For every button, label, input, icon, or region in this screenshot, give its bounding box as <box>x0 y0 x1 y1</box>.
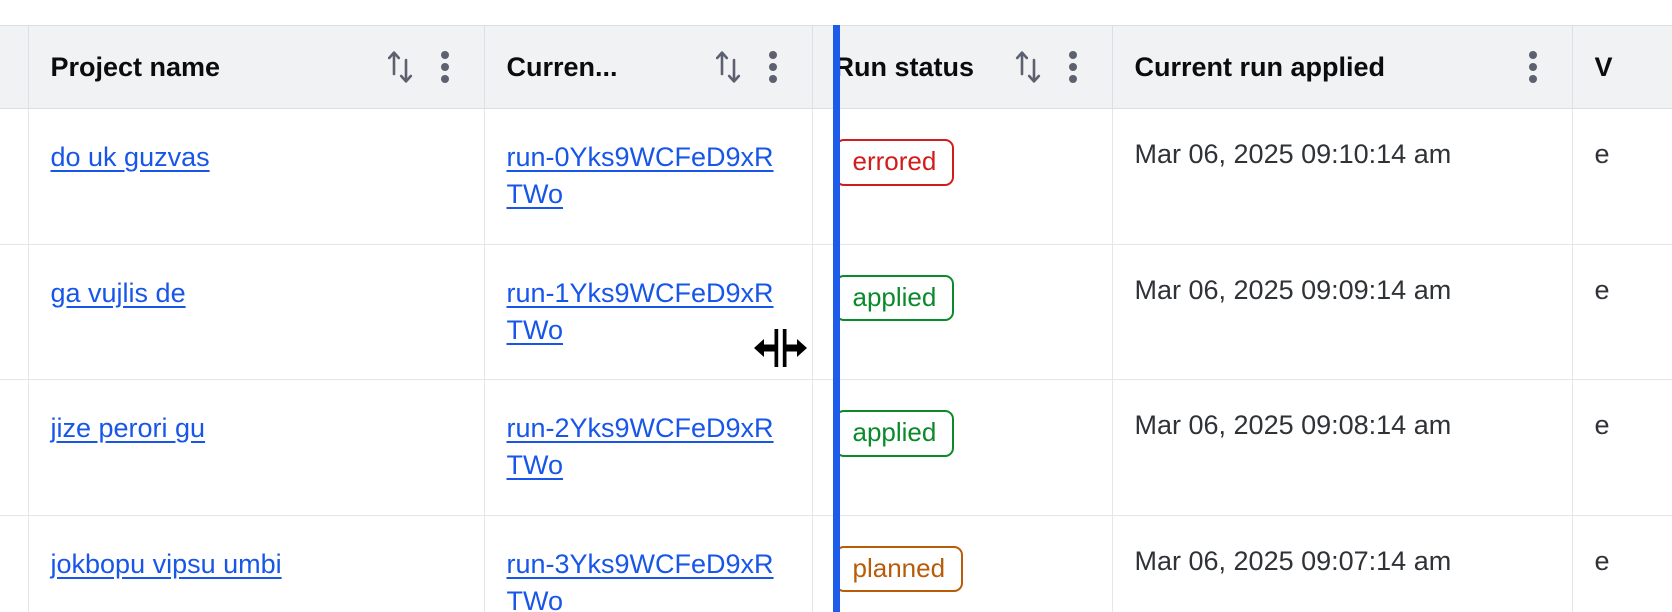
cell-project-name: jokbopu vipsu umbi <box>28 515 485 612</box>
kebab-menu-icon[interactable] <box>756 47 790 87</box>
column-header-current-run-label: Curren... <box>506 51 618 82</box>
cell-current-run-applied: Mar 06, 2025 09:09:14 am <box>1112 244 1573 380</box>
table-header-row: Project name <box>0 25 1672 109</box>
cell-current-run-applied: Mar 06, 2025 09:08:14 am <box>1112 379 1573 516</box>
table-body: do uk guzvas run-0Yks9WCFeD9xRTWo errore… <box>0 108 1672 612</box>
cell-current-run: run-3Yks9WCFeD9xRTWo <box>484 515 813 612</box>
table-row: ga vujlis de run-1Yks9WCFeD9xRTWo applie… <box>0 244 1672 380</box>
cell-run-status: applied <box>812 379 1113 516</box>
version-text: e <box>1594 545 1610 576</box>
cell-current-run: run-0Yks9WCFeD9xRTWo <box>484 108 813 245</box>
column-header-version-label: V <box>1594 51 1613 82</box>
column-header-version[interactable]: V <box>1572 25 1672 109</box>
cell-project-name: ga vujlis de <box>28 244 485 380</box>
column-header-current-run[interactable]: Curren... <box>484 25 813 109</box>
sort-arrows-icon[interactable] <box>384 47 418 87</box>
cell-version: e <box>1572 108 1672 245</box>
version-text: e <box>1594 139 1610 169</box>
cell-version: e <box>1572 244 1672 380</box>
row-gutter <box>0 515 29 612</box>
kebab-menu-icon[interactable] <box>1516 47 1550 87</box>
current-run-applied-text: Mar 06, 2025 09:08:14 am <box>1134 410 1452 440</box>
column-header-run-status[interactable]: Run status <box>812 25 1113 109</box>
status-badge: errored <box>834 139 955 186</box>
cell-version: e <box>1572 515 1672 612</box>
table-header: Project name <box>0 25 1672 109</box>
project-name-link[interactable]: ga vujlis de <box>50 277 186 308</box>
row-gutter <box>0 108 29 245</box>
row-gutter <box>0 244 29 380</box>
kebab-menu-icon[interactable] <box>1056 47 1090 87</box>
projects-table: Project name <box>0 25 1672 612</box>
cell-current-run: run-2Yks9WCFeD9xRTWo <box>484 379 813 516</box>
column-header-run-status-label: Run status <box>834 51 975 82</box>
project-name-link[interactable]: jize perori gu <box>50 413 206 443</box>
table-row: do uk guzvas run-0Yks9WCFeD9xRTWo errore… <box>0 108 1672 245</box>
column-header-current-run-applied-label: Current run applied <box>1134 51 1386 82</box>
table-row: jize perori gu run-2Yks9WCFeD9xRTWo appl… <box>0 379 1672 516</box>
project-name-link[interactable]: jokbopu vipsu umbi <box>50 548 282 579</box>
current-run-link[interactable]: run-0Yks9WCFeD9xRTWo <box>506 142 774 210</box>
sort-arrows-icon[interactable] <box>1012 47 1046 87</box>
cell-project-name: do uk guzvas <box>28 108 485 245</box>
version-text: e <box>1594 274 1610 305</box>
current-run-applied-text: Mar 06, 2025 09:09:14 am <box>1134 274 1452 305</box>
cell-current-run-applied: Mar 06, 2025 09:07:14 am <box>1112 515 1573 612</box>
table-row: jokbopu vipsu umbi run-3Yks9WCFeD9xRTWo … <box>0 515 1672 612</box>
version-text: e <box>1594 410 1610 440</box>
current-run-link[interactable]: run-1Yks9WCFeD9xRTWo <box>506 277 774 345</box>
status-badge: planned <box>834 545 964 593</box>
cell-run-status: applied <box>812 244 1113 380</box>
project-name-link[interactable]: do uk guzvas <box>50 142 210 172</box>
cell-version: e <box>1572 379 1672 516</box>
current-run-applied-text: Mar 06, 2025 09:07:14 am <box>1134 545 1452 576</box>
cell-run-status: planned <box>812 515 1113 612</box>
sort-arrows-icon[interactable] <box>712 47 746 87</box>
current-run-link[interactable]: run-2Yks9WCFeD9xRTWo <box>506 413 774 481</box>
cell-run-status: errored <box>812 108 1113 245</box>
status-badge: applied <box>834 410 955 457</box>
status-badge: applied <box>834 274 955 322</box>
current-run-applied-text: Mar 06, 2025 09:10:14 am <box>1134 139 1452 169</box>
column-header-gutter <box>0 25 29 109</box>
kebab-menu-icon[interactable] <box>428 47 462 87</box>
cell-project-name: jize perori gu <box>28 379 485 516</box>
cell-current-run-applied: Mar 06, 2025 09:10:14 am <box>1112 108 1573 245</box>
cell-current-run: run-1Yks9WCFeD9xRTWo <box>484 244 813 380</box>
column-header-project-name[interactable]: Project name <box>28 25 485 109</box>
column-header-project-name-label: Project name <box>50 51 221 82</box>
current-run-link[interactable]: run-3Yks9WCFeD9xRTWo <box>506 548 774 612</box>
row-gutter <box>0 379 29 516</box>
column-header-current-run-applied[interactable]: Current run applied <box>1112 25 1573 109</box>
